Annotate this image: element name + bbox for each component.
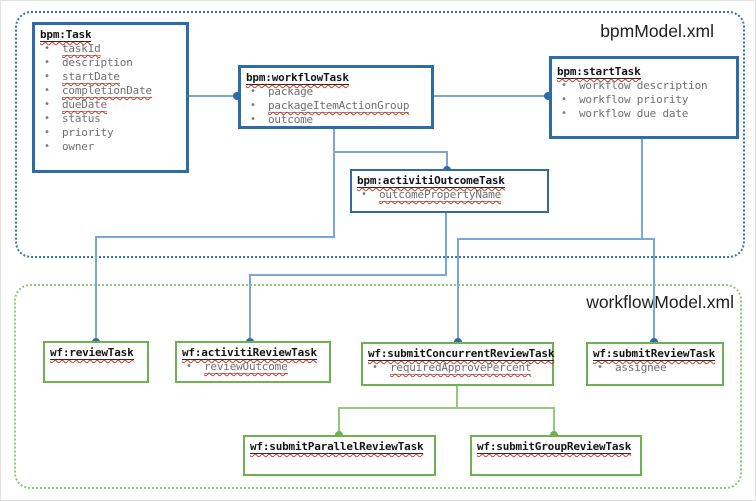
attribute-item: priority [35,126,186,140]
connector-to-reviewtask [95,236,97,343]
connector-to-submitconcurrent [457,238,459,343]
entity-title: bpm:startTask [557,65,641,79]
connector-from-submitconcurrent [456,386,458,409]
attribute-item: reviewOutcome [177,360,329,374]
attribute-item: taskId [35,42,186,56]
attribute-item: workflow priority [552,93,736,107]
connection-dot [233,92,241,100]
entity-wf-submitgroupreviewtask: wf:submitGroupReviewTask [470,435,642,476]
connector-from-starttask [641,139,643,240]
attribute-item: workflow due date [552,107,736,121]
entity-bpm-task: bpm:Task taskId description startDate co… [32,22,189,173]
connector-segment [338,407,555,409]
connector-segment [334,151,447,153]
connector-to-activitireviewtask [249,274,251,343]
entity-title: wf:submitReviewTask [593,347,716,361]
bpm-model-container [15,11,745,258]
attribute-item: outcome [241,113,431,127]
entity-bpm-activitioutcometask: bpm:activitiOutcomeTask outcomePropertyN… [350,169,549,213]
attribute-item: description [35,56,186,70]
entity-title: bpm:activitiOutcomeTask [357,174,505,188]
connector-segment [333,129,335,238]
attribute-item: workflow description [552,79,736,93]
attribute-item: startDate [35,70,186,84]
entity-wf-activitireviewtask: wf:activitiReviewTask reviewOutcome [175,341,331,383]
attribute-item: assignee [588,361,722,375]
entity-wf-submitreviewtask: wf:submitReviewTask assignee [586,342,724,386]
attribute-item: dueDate [35,98,186,112]
connector-segment [96,236,334,238]
entity-title: bpm:workflowTask [246,71,349,85]
connector-to-activitioutcometask [446,151,448,171]
attribute-item: owner [35,140,186,154]
attribute-item: completionDate [35,84,186,98]
attribute-item: package [241,85,431,99]
entity-title: wf:reviewTask [50,346,134,360]
attribute-item: status [35,112,186,126]
entity-bpm-starttask: bpm:startTask workflow description workf… [549,56,739,139]
entity-wf-submitparallelreviewtask: wf:submitParallelReviewTask [243,435,436,476]
entity-title: wf:activitiReviewTask [182,346,317,360]
connection-dot [544,92,552,100]
entity-title: wf:submitParallelReviewTask [250,440,424,454]
connector-segment [445,213,447,276]
connector-workflowtask-to-starttask [434,95,549,97]
attribute-item: outcomePropertyName [352,188,547,202]
attribute-item: packageItemActionGroup [241,99,431,113]
connector-to-submitparallel [338,407,340,436]
connector-to-submitreview [653,238,655,343]
connector-segment [457,238,655,240]
entity-title: bpm:Task [40,28,92,42]
workflow-model-label: workflowModel.xml [586,292,734,312]
connector-to-submitgroup [553,407,555,436]
entity-wf-reviewtask: wf:reviewTask [43,341,149,383]
connector-task-to-workflowtask [189,95,238,97]
connector-segment [249,274,447,276]
entity-bpm-workflowtask: bpm:workflowTask package packageItemActi… [238,65,434,129]
workflow-model-container [14,284,742,489]
entity-wf-submitconcurrentreviewtask: wf:submitConcurrentReviewTask requiredAp… [361,342,554,386]
attribute-item: requiredApprovePercent [363,361,552,375]
bpm-model-label: bpmModel.xml [600,21,714,41]
entity-title: wf:submitConcurrentReviewTask [368,347,555,361]
entity-title: wf:submitGroupReviewTask [477,440,632,454]
